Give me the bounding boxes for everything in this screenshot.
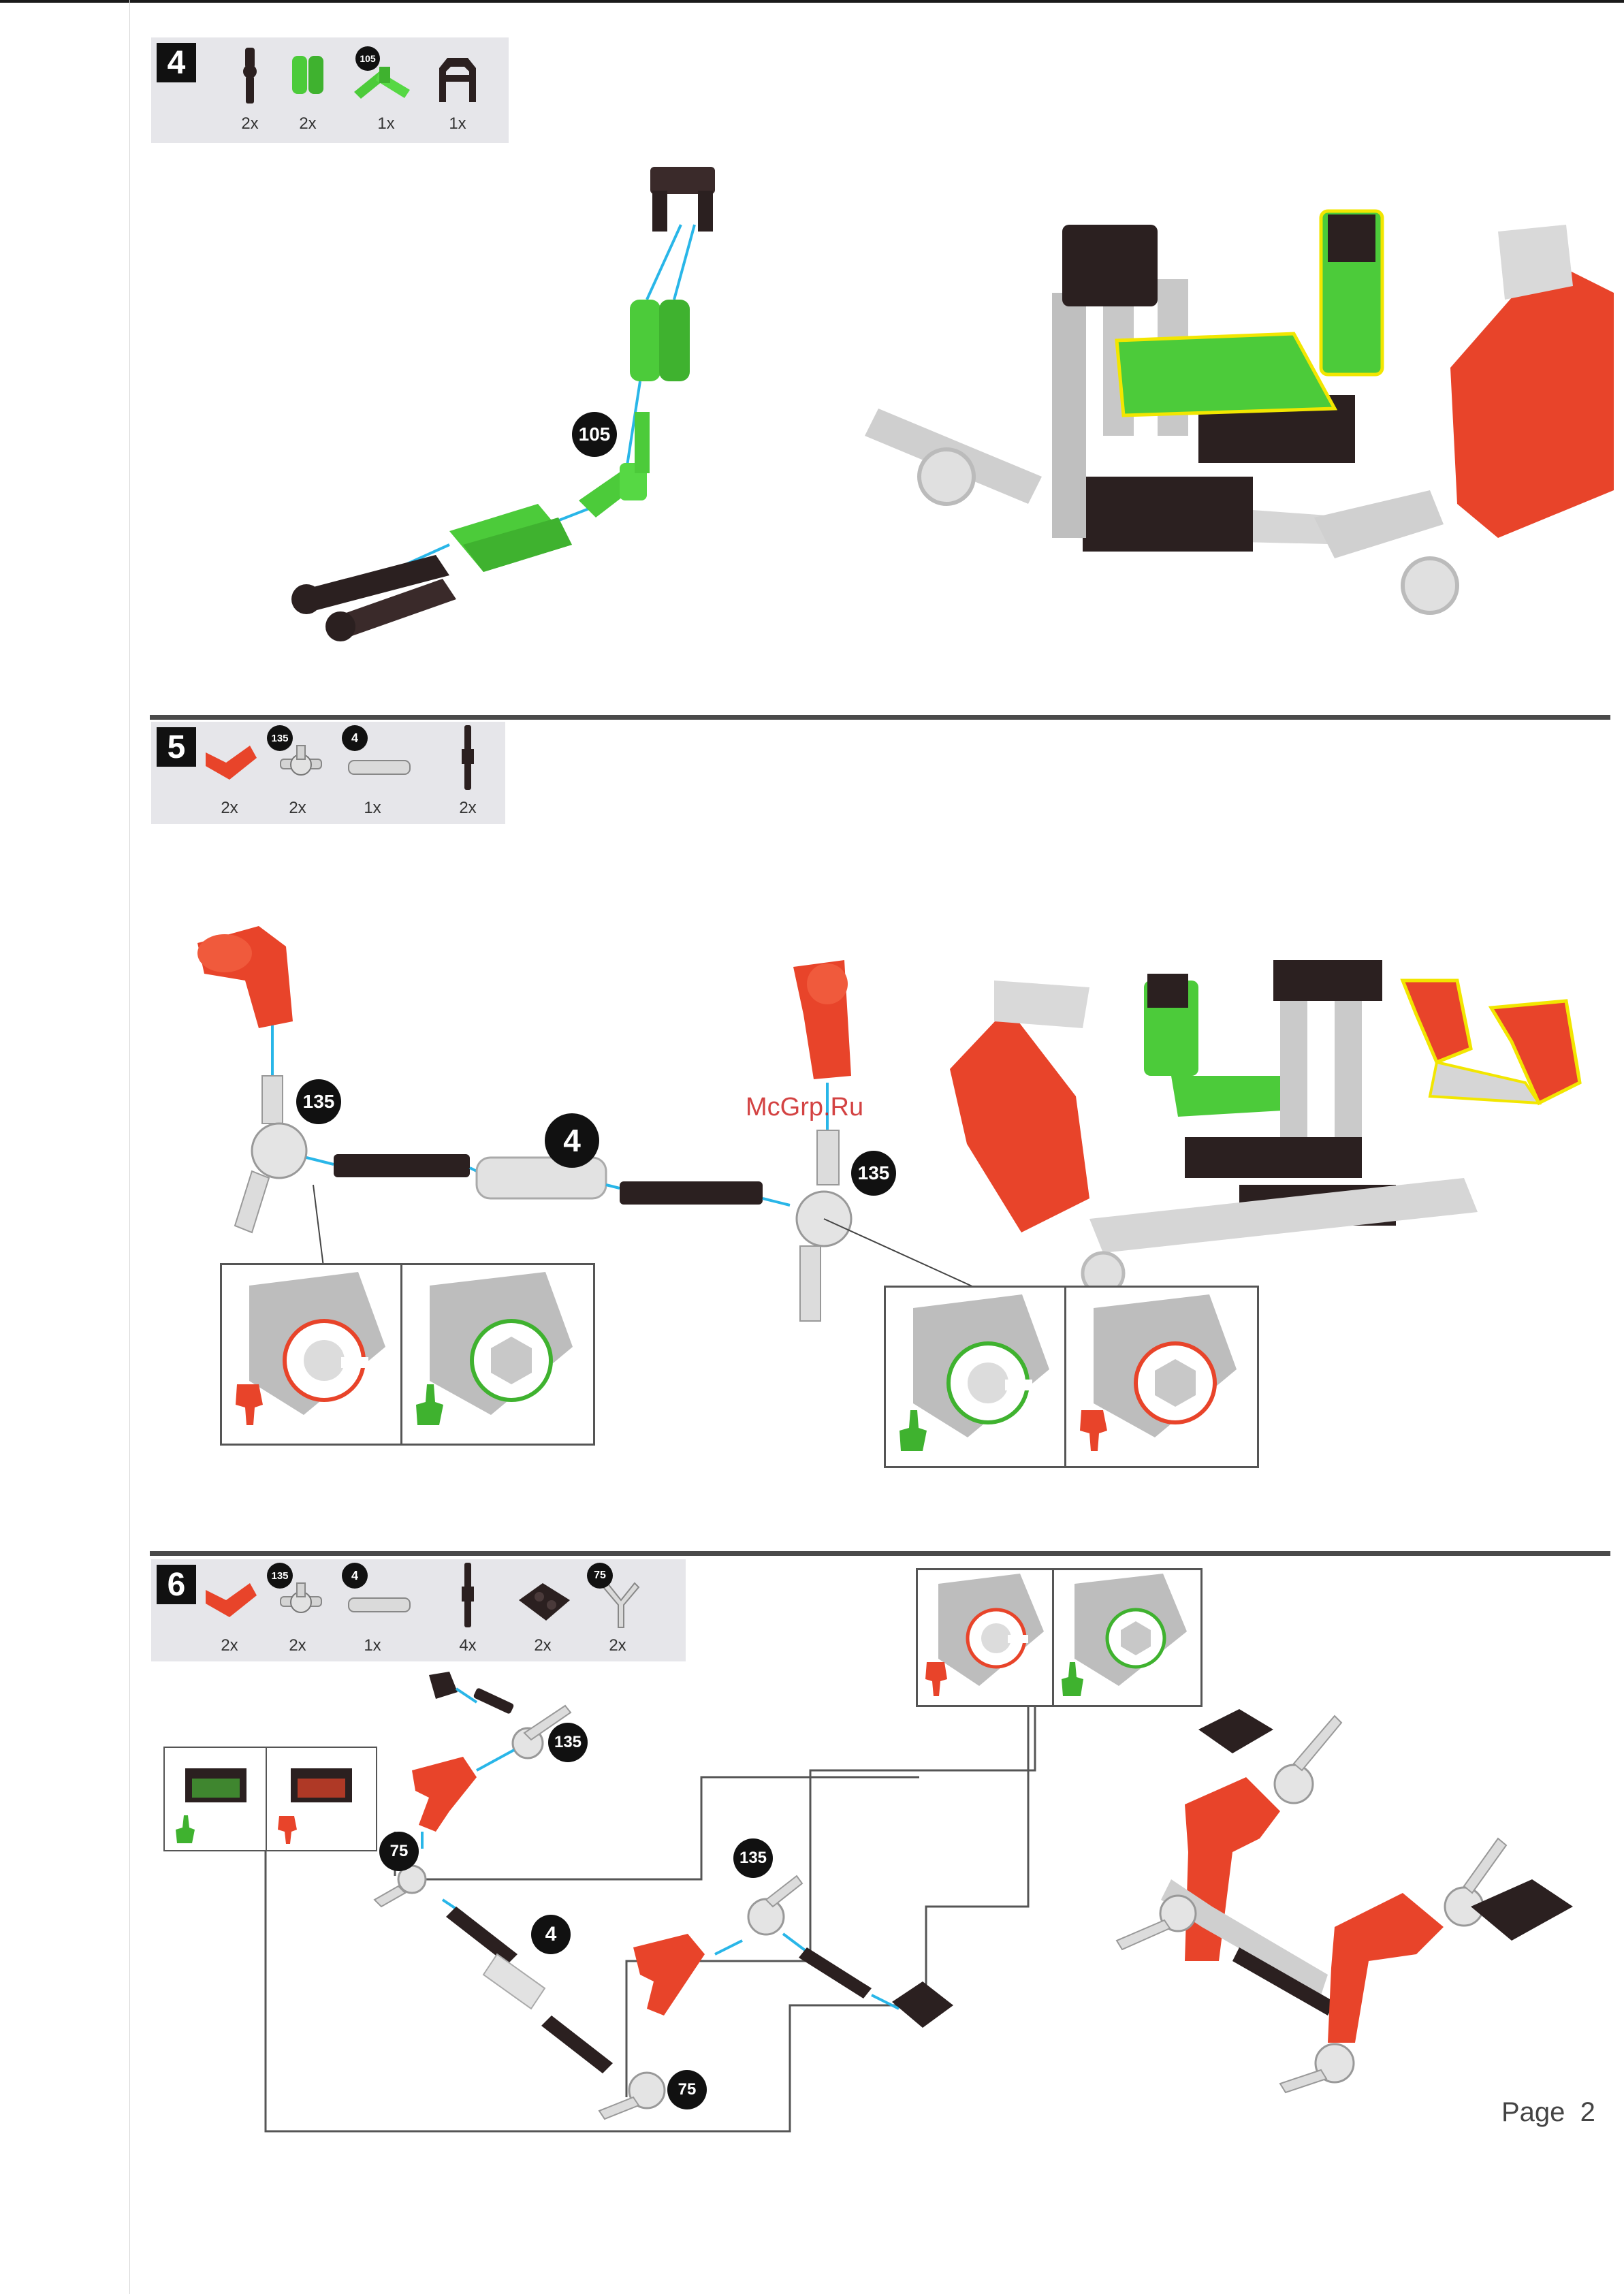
step-6-callout-75-bottom: 75: [667, 2070, 707, 2109]
step-6-callout-75-left: 75: [379, 1832, 419, 1871]
ring-detail-frame-wrong: [916, 1568, 1056, 1707]
step-6-callout-4: 4: [531, 1915, 571, 1954]
thumb-up-icon: [1057, 1659, 1092, 1700]
thumb-down-icon: [921, 1659, 955, 1700]
page-word: Page: [1501, 2097, 1565, 2127]
step-6-model-result: [1117, 1709, 1573, 2092]
plate-detail-frame-wrong: [266, 1747, 377, 1851]
thumb-down-icon: [274, 1813, 301, 1847]
step-6-upper-chain: [375, 1672, 571, 1907]
step-6-callout-135-top: 135: [548, 1723, 588, 1762]
thumb-up-icon: [172, 1813, 199, 1847]
page-number: 2: [1580, 2097, 1595, 2127]
step-6-diagonal-chain: [443, 1900, 705, 2119]
ring-detail-frame-correct: [1052, 1568, 1203, 1707]
plate-detail-frame-correct: [163, 1747, 268, 1851]
page-number-label: Page 2: [1501, 2097, 1595, 2128]
step-6-callout-135-mid: 135: [733, 1838, 773, 1878]
